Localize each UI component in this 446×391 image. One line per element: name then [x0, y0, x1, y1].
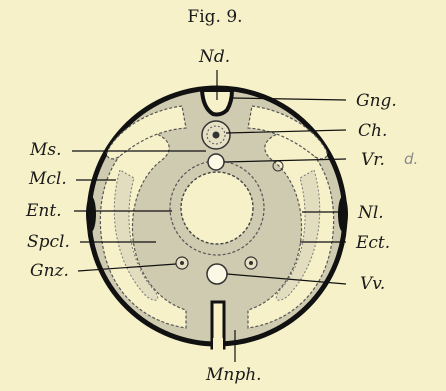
label-nl: Nl. [358, 204, 384, 222]
label-gnz: Gnz. [30, 262, 69, 280]
label-ch: Ch. [358, 122, 387, 140]
label-mnph: Mnph. [206, 366, 262, 384]
label-nd: Nd. [199, 48, 230, 66]
pencil-annotation: d. [404, 150, 418, 168]
label-ms: Ms. [30, 141, 62, 159]
label-vv: Vv. [360, 275, 385, 293]
lateral-nerve-left [86, 196, 96, 232]
label-ent: Ent. [26, 202, 62, 220]
dorsal-vessel [208, 154, 224, 170]
label-gng: Gng. [356, 92, 397, 110]
label-spcl: Spcl. [27, 233, 70, 251]
label-mcl: Mcl. [29, 170, 67, 188]
lateral-nerve-right [338, 196, 348, 232]
label-vr: Vr. [361, 151, 385, 169]
ventral-vessel [207, 264, 227, 284]
label-ect: Ect. [356, 234, 390, 252]
gut-lumen [181, 172, 253, 244]
